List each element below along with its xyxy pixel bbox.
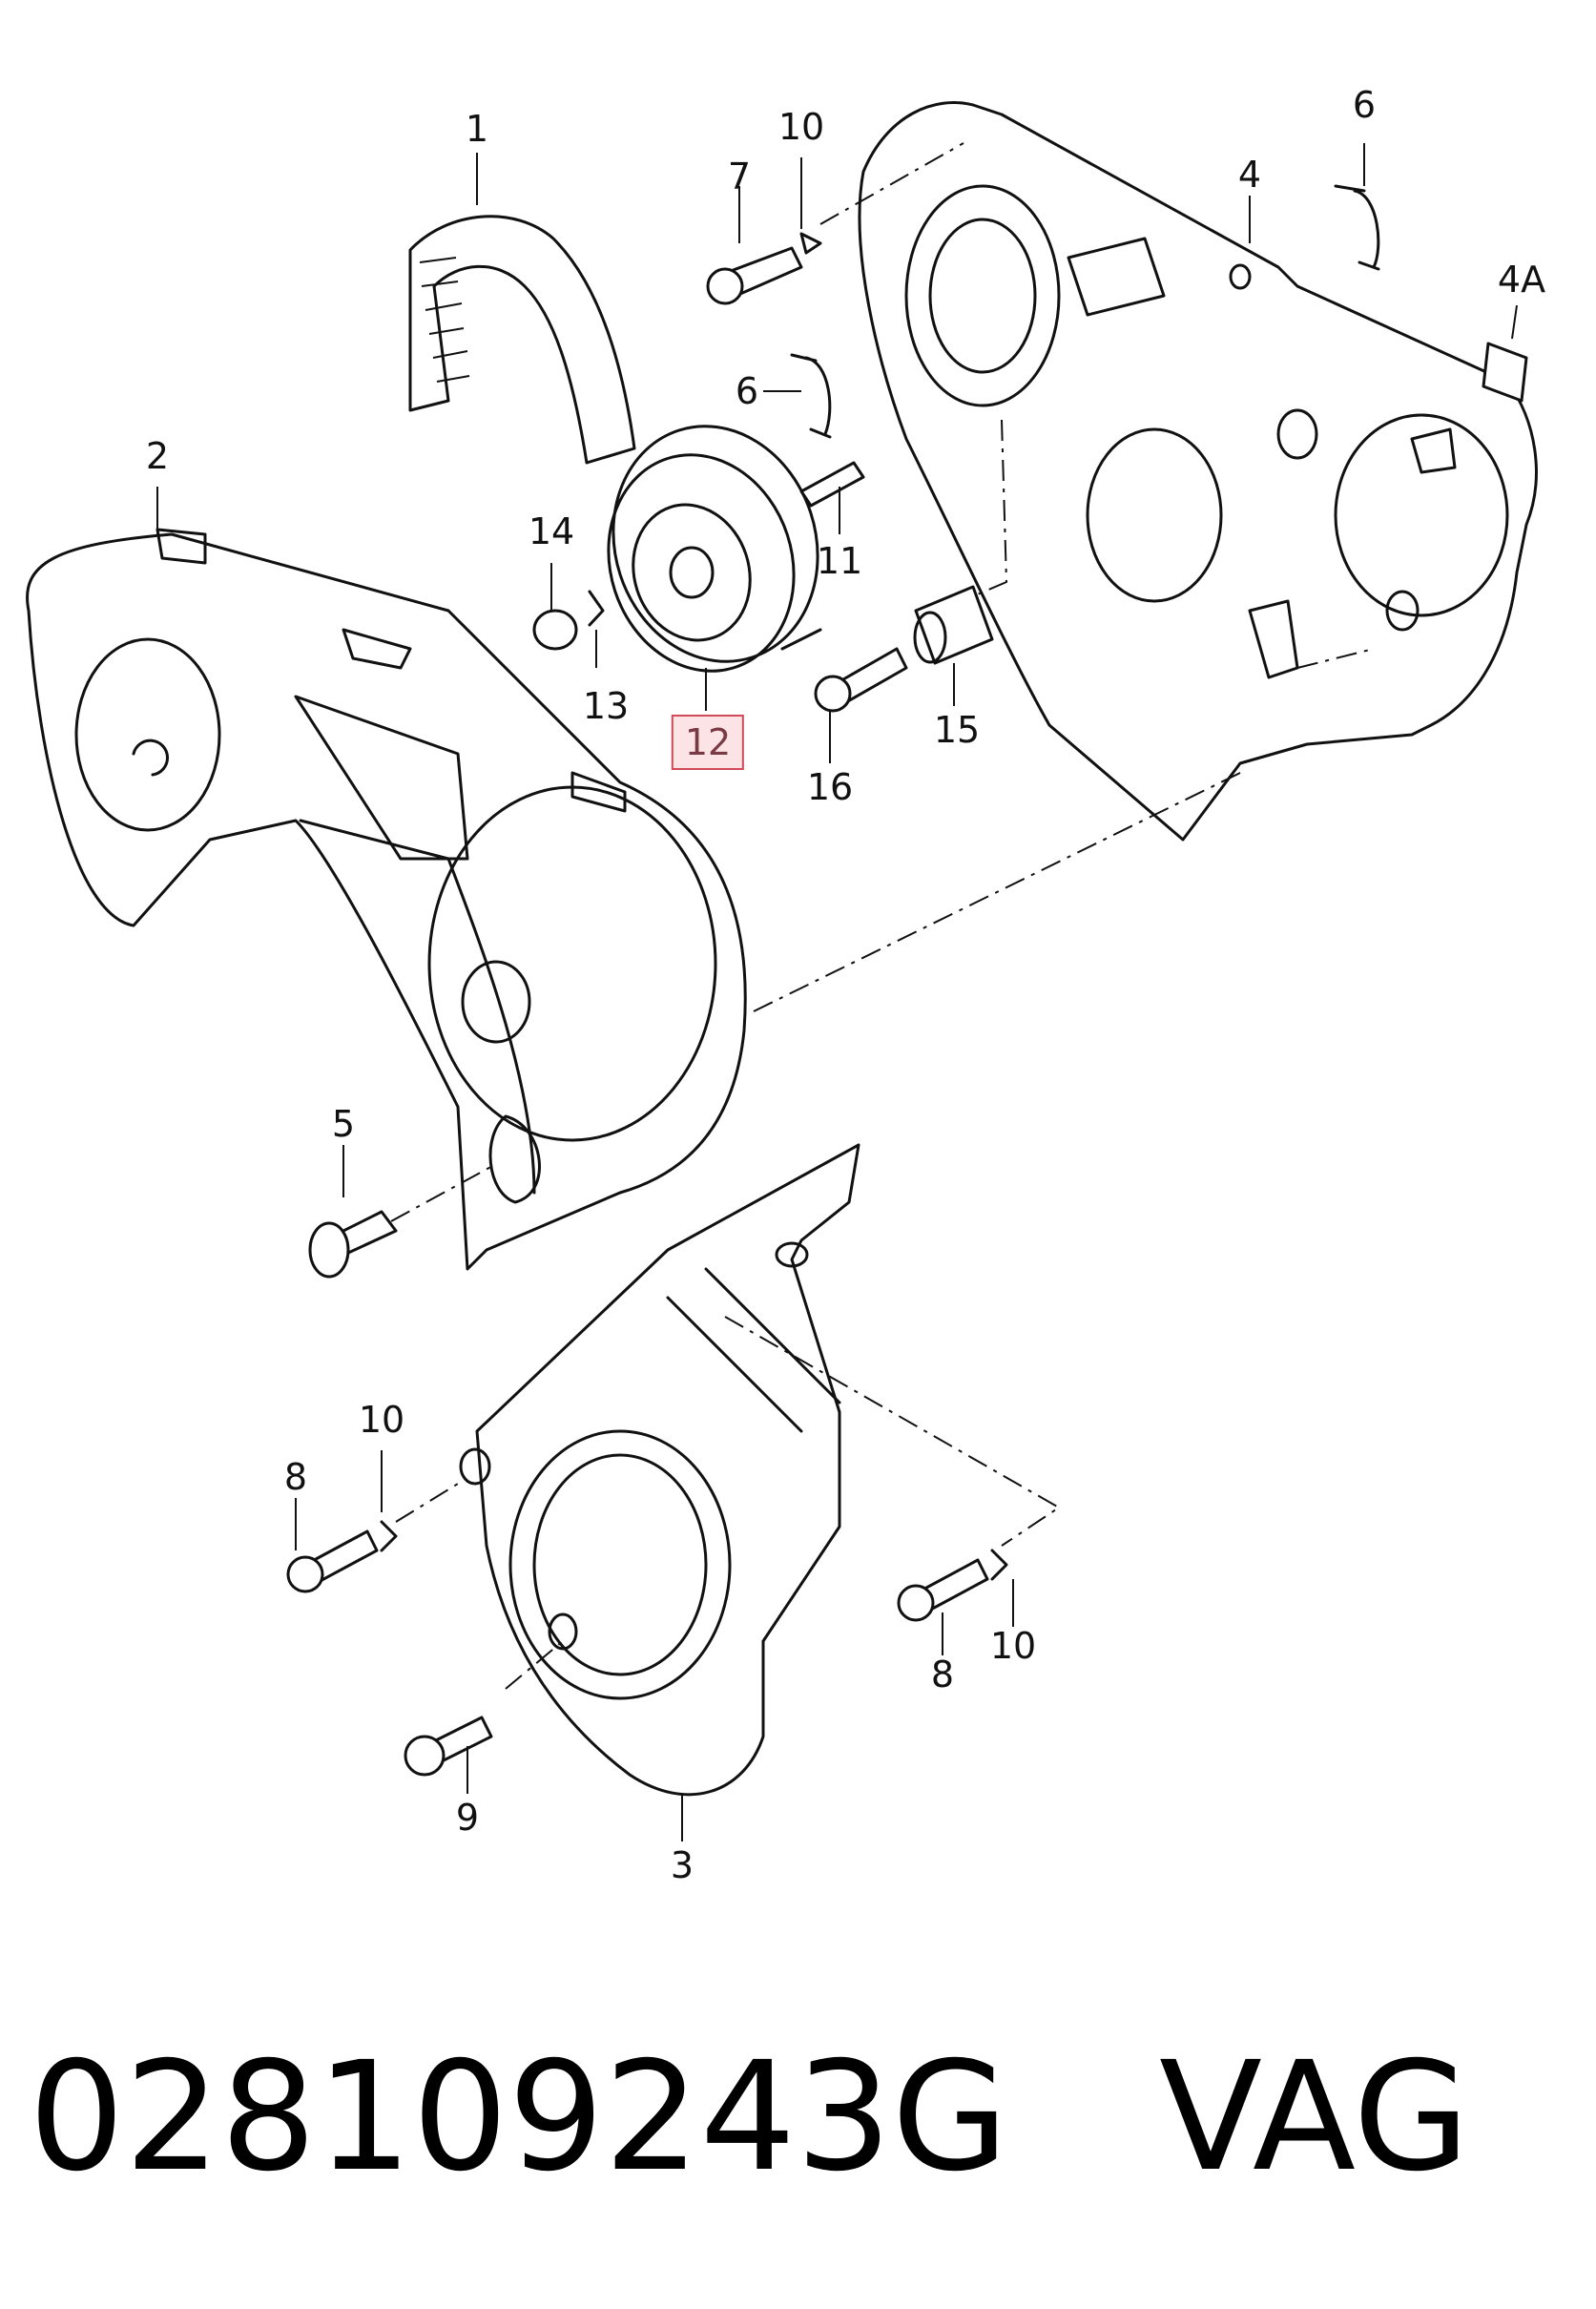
brand-name: VAG [1159, 2029, 1470, 2205]
part-label-4a: 4A [1497, 259, 1546, 301]
alignment-lines [390, 142, 1375, 1690]
part-label-4: 4 [1237, 154, 1262, 196]
part-label-10-left: 10 [358, 1399, 405, 1441]
part-label-2: 2 [145, 435, 170, 477]
leader-lines [156, 143, 1518, 1841]
part-label-13: 13 [582, 685, 630, 727]
part-label-11: 11 [816, 540, 863, 582]
footer-caption: 028109243G VAG [29, 2042, 1470, 2193]
part-label-8-left: 8 [283, 1456, 308, 1498]
part-label-9: 9 [455, 1797, 480, 1839]
part-label-16: 16 [806, 766, 854, 808]
part-label-10-top: 10 [777, 106, 825, 148]
part-label-3: 3 [670, 1844, 694, 1886]
part-code: 028109243G [29, 2029, 1009, 2205]
part-label-12: 12 [671, 715, 745, 770]
part-label-6-mid: 6 [735, 370, 759, 412]
small-fasteners [286, 184, 1528, 1777]
rear-timing-plate [858, 101, 1538, 842]
timing-belt [408, 215, 636, 465]
lower-timing-cover [459, 1143, 860, 1797]
part-label-8-right: 8 [930, 1654, 955, 1695]
part-label-7: 7 [727, 156, 752, 198]
part-label-5: 5 [331, 1103, 356, 1145]
tensioner-pulley [607, 425, 822, 673]
part-label-15: 15 [933, 709, 981, 751]
part-label-14: 14 [528, 510, 575, 552]
part-label-6-top: 6 [1352, 84, 1377, 126]
part-label-1: 1 [465, 108, 489, 150]
part-label-10-right: 10 [989, 1625, 1037, 1667]
upper-timing-cover [26, 528, 747, 1271]
